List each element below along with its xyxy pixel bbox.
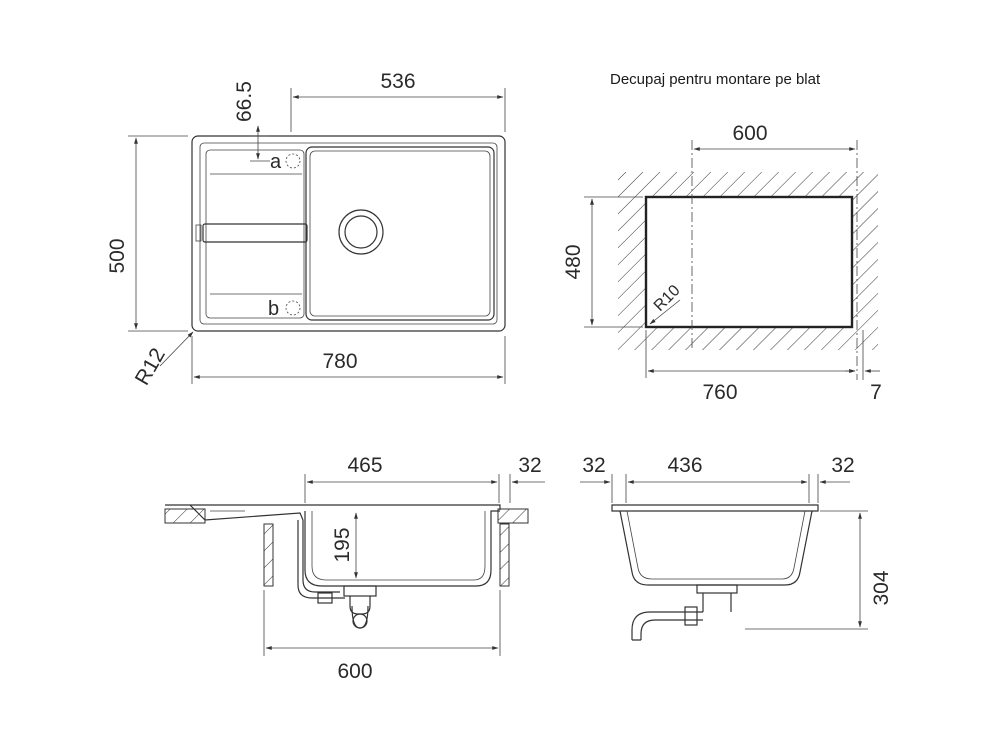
- label-b: b: [268, 298, 279, 320]
- cutout-rectangle: [644, 195, 854, 329]
- dim-760-label: 760: [702, 381, 737, 404]
- drainboard-groove: [202, 223, 308, 243]
- dim-32-right-label: 32: [831, 454, 854, 477]
- drainboard-profile: [165, 504, 501, 521]
- dim-32-side-label: 32: [518, 454, 541, 477]
- sink-inner-outline: [199, 142, 498, 325]
- countertop-left: [164, 508, 206, 524]
- overflow-pipe: [297, 520, 345, 599]
- trap-icon: [349, 596, 371, 615]
- dim-465-label: 465: [347, 454, 382, 477]
- sink-outline: [191, 135, 506, 332]
- outlet-pipe: [631, 611, 703, 641]
- label-a: a: [270, 151, 282, 173]
- side-view: 465 32 195 600: [164, 454, 545, 683]
- basin-inner: [309, 150, 491, 317]
- dim-480-label: 480: [562, 244, 585, 279]
- basin-outline: [305, 146, 495, 321]
- drain-inner-circle: [344, 215, 378, 249]
- sink-rim: [611, 504, 819, 512]
- dim-66-5-label: 66.5: [233, 81, 256, 122]
- top-view: a b 536 66.5 500 780 R12: [106, 70, 506, 389]
- dim-536-label: 536: [380, 70, 415, 93]
- countertop-hatch: [618, 172, 878, 350]
- tap-hole-a-icon: [285, 153, 301, 169]
- drain-fitting: [343, 585, 377, 597]
- dim-304-label: 304: [870, 570, 893, 605]
- dim-r12-label: R12: [131, 344, 170, 389]
- drain-outer-circle: [338, 209, 384, 255]
- dim-195-label: 195: [331, 527, 354, 562]
- cabinet-wall-left: [263, 523, 274, 587]
- dim-7-label: 7: [870, 381, 882, 404]
- dim-600-top-label: 600: [732, 122, 767, 145]
- basin-profile: [304, 510, 500, 587]
- dim-32-left-label: 32: [582, 454, 605, 477]
- countertop-right: [497, 508, 529, 524]
- cabinet-wall-right: [499, 523, 510, 587]
- bowl-profile: [619, 510, 813, 586]
- dim-436-label: 436: [667, 454, 702, 477]
- cutout-view: Decupaj pentru montare pe blat 600 480 R…: [562, 71, 882, 404]
- front-view: 32 436 32 304: [580, 454, 893, 641]
- drainboard: [205, 149, 305, 319]
- dim-r10-label: R10: [651, 282, 684, 315]
- dim-500-label: 500: [106, 238, 129, 273]
- tap-hole-b-icon: [285, 300, 301, 316]
- dim-600-bottom-label: 600: [337, 660, 372, 683]
- front-drain-fitting: [696, 584, 738, 594]
- dim-780-label: 780: [322, 350, 357, 373]
- cutout-title: Decupaj pentru montare pe blat: [610, 71, 821, 88]
